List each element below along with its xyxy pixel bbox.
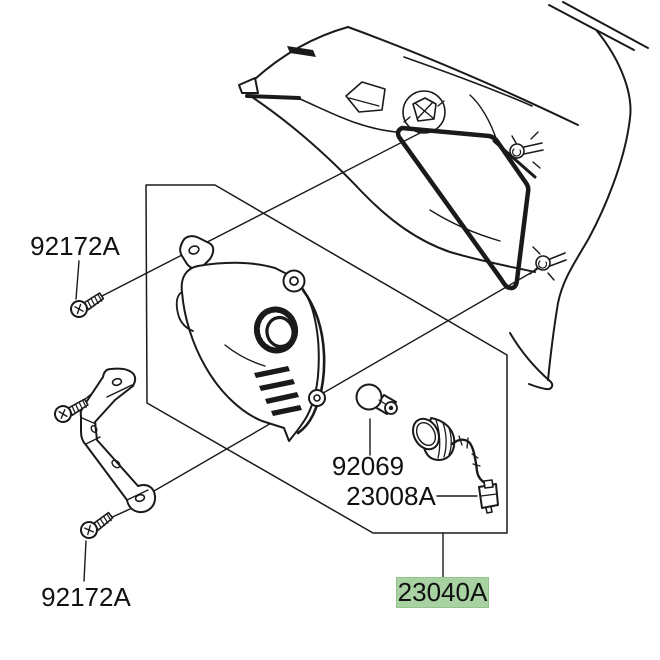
bulb-drawing bbox=[355, 383, 398, 415]
clip-detail-circle bbox=[402, 90, 446, 134]
assembly-group-box bbox=[145, 184, 508, 534]
screw-drawing-top bbox=[70, 292, 105, 318]
part-label-assembly-highlighted[interactable]: 23040A bbox=[396, 577, 489, 608]
screw-drawing-bottom bbox=[80, 511, 114, 539]
lamp-bracket-drawing bbox=[79, 367, 157, 514]
part-label-socket[interactable]: 23008A bbox=[346, 481, 436, 511]
part-label-screw-bottom[interactable]: 92172A bbox=[41, 582, 131, 612]
front-cowling-drawing bbox=[238, 1, 649, 391]
lower-mount-boss bbox=[529, 246, 567, 281]
leader-lines bbox=[75, 132, 547, 582]
upper-mount-boss bbox=[492, 131, 544, 179]
signal-lamp-body-drawing bbox=[175, 235, 326, 442]
part-label-bulb[interactable]: 92069 bbox=[331, 451, 405, 481]
part-label-screw-top[interactable]: 92172A bbox=[30, 231, 120, 261]
socket-wiring-drawing bbox=[412, 417, 499, 514]
screw-drawing-middle bbox=[54, 398, 89, 423]
